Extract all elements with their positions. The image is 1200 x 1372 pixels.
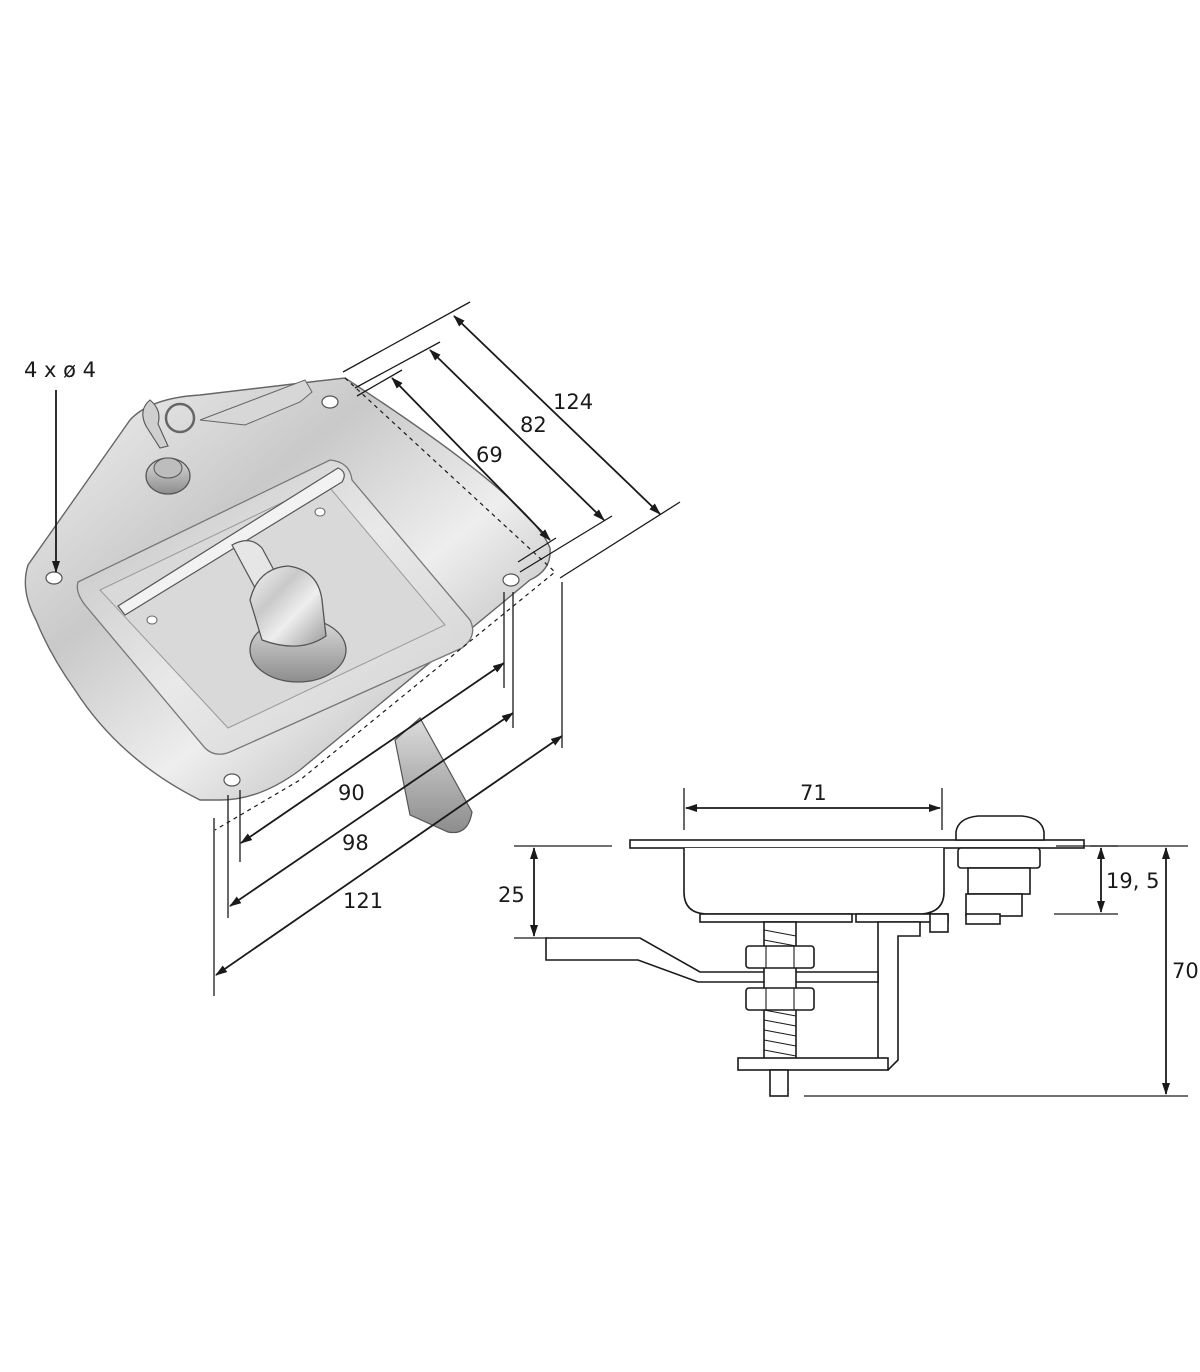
mounting-hole-top [321,395,339,409]
thread-marks [763,929,797,1057]
handle-body [249,565,327,647]
key-cylinder-face [153,457,183,479]
nut-lower [745,987,815,1011]
dim-70-label: 70 [1172,959,1199,983]
dim-71-label: 71 [800,781,827,805]
recess-hole [146,615,158,625]
pin-block [929,913,949,933]
latch-bar [545,937,879,983]
key-icon [142,399,169,449]
holes-callout: 4 x ø 4 [24,358,96,573]
nut-upper [745,945,815,969]
mounting-hole-right [502,573,520,587]
dim-line-69 [391,377,551,541]
t-handle-bar [117,467,345,616]
base-plate [699,913,853,923]
cylinder-cam [965,913,1001,925]
lock-isometric-view [24,377,551,834]
dim-90-label: 90 [338,781,365,805]
iso-lower-dimensions: 90 98 121 [213,582,563,996]
dim-121-label: 121 [343,889,383,913]
dim-19-5-label: 19, 5 [1106,869,1159,893]
holes-callout-label: 4 x ø 4 [24,358,96,382]
dim-69-label: 69 [476,443,503,467]
bottom-plate [737,1057,889,1071]
dim-25-label: 25 [498,883,525,907]
mounting-hole-left [45,571,63,585]
flange [629,839,1085,849]
cylinder-body [967,867,1031,895]
bolt-end [769,1069,789,1097]
mounting-hole-bottom [223,773,241,787]
dim-98-label: 98 [342,831,369,855]
lock-side-view [545,815,1085,1097]
key-ring-icon [164,402,196,434]
iso-upper-dimensions: 124 82 69 [342,301,681,579]
cylinder-tail [965,893,1023,917]
cylinder-cap [955,815,1045,841]
lever-arm [394,717,473,834]
dim-line-121 [215,735,563,976]
side-dimensions: 71 25 19, 5 70 [498,781,1199,1097]
dim-82-label: 82 [520,413,547,437]
dim-124-label: 124 [553,390,593,414]
pan-body [683,848,945,915]
cylinder-nut [957,847,1041,869]
cam-plate [199,379,313,426]
l-bracket [877,921,921,1072]
recess-hole [314,507,326,517]
